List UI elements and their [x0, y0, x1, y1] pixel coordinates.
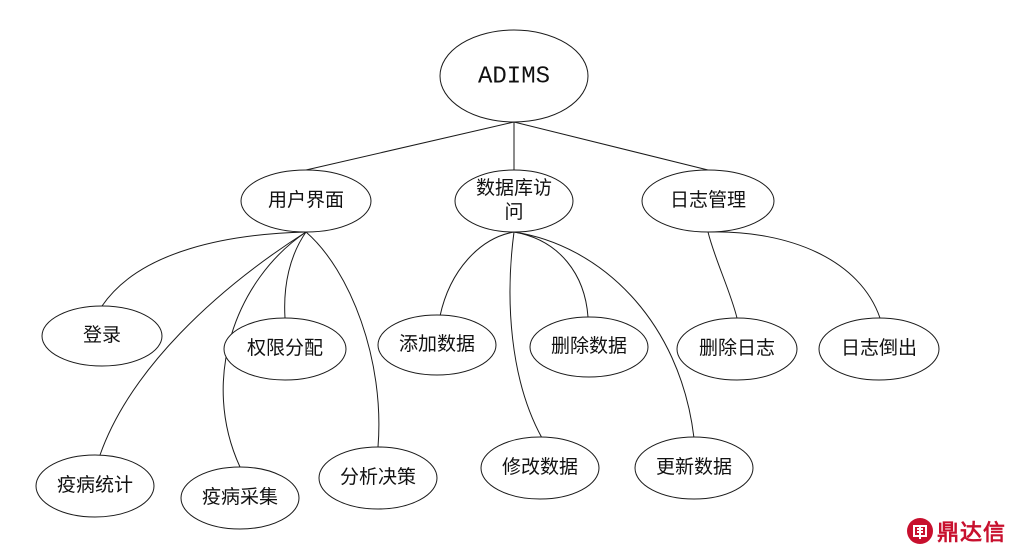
watermark-text: 鼎达信 — [937, 521, 1007, 546]
edge-ui-stats — [99, 231, 307, 456]
edge-db-modify — [509, 231, 543, 439]
node-add-label: 添加数据 — [399, 333, 475, 355]
node-modify-label: 修改数据 — [502, 456, 578, 478]
node-ui-shape — [240, 169, 372, 233]
node-root-shape — [439, 29, 589, 123]
node-modify-shape — [480, 436, 600, 500]
node-update-shape — [634, 436, 754, 500]
node-update: 更新数据 — [634, 436, 754, 500]
node-modify: 修改数据 — [480, 436, 600, 500]
node-log-label: 日志管理 — [670, 189, 746, 211]
edge-log-export — [707, 231, 881, 319]
node-db-label-line1: 数据库访 — [476, 177, 552, 199]
edge-db-delete — [513, 231, 589, 318]
node-export-log-shape — [818, 317, 940, 381]
node-db-shape — [454, 169, 574, 233]
node-root: ADIMS — [439, 29, 589, 123]
edges-log — [707, 231, 881, 319]
node-delete-log: 删除日志 — [676, 317, 798, 381]
edge-ui-decision — [305, 231, 380, 448]
watermark-logo-icon — [907, 518, 933, 544]
edge-ui-permission — [284, 231, 307, 319]
node-decision-label: 分析决策 — [340, 466, 416, 488]
node-login-label: 登录 — [83, 324, 121, 346]
node-collect-shape — [180, 466, 300, 530]
node-collect-label: 疫病采集 — [202, 486, 278, 508]
node-login-shape — [41, 305, 163, 367]
node-ui: 用户界面 — [240, 169, 372, 233]
node-delete-log-shape — [676, 317, 798, 381]
node-delete: 删除数据 — [529, 316, 649, 378]
node-add: 添加数据 — [377, 314, 497, 376]
edge-root-ui — [305, 121, 515, 171]
node-stats-label: 疫病统计 — [57, 474, 133, 496]
edge-ui-login — [101, 231, 307, 307]
edges-db — [439, 231, 695, 439]
node-permission-shape — [223, 317, 347, 381]
edge-db-add — [439, 231, 515, 317]
node-ui-label: 用户界面 — [268, 189, 344, 211]
node-add-shape — [377, 314, 497, 376]
node-log-shape — [641, 169, 775, 233]
node-stats-shape — [35, 454, 155, 518]
node-permission: 权限分配 — [223, 317, 347, 381]
edges-root — [305, 121, 709, 171]
node-update-label: 更新数据 — [656, 456, 732, 478]
node-db-label-line2: 问 — [504, 201, 523, 223]
node-root-label: ADIMS — [478, 63, 550, 90]
node-stats: 疫病统计 — [35, 454, 155, 518]
watermark: 鼎达信 — [906, 514, 1006, 548]
node-permission-label: 权限分配 — [247, 337, 323, 359]
edge-root-log — [513, 121, 709, 171]
node-delete-shape — [529, 316, 649, 378]
node-delete-log-label: 删除日志 — [699, 337, 775, 359]
edge-log-delete — [707, 231, 738, 319]
node-collect: 疫病采集 — [180, 466, 300, 530]
node-export-log: 日志倒出 — [818, 317, 940, 381]
node-decision-shape — [318, 446, 438, 510]
node-decision: 分析决策 — [318, 446, 438, 510]
node-log: 日志管理 — [641, 169, 775, 233]
node-db: 数据库访 问 — [454, 169, 574, 233]
edge-db-update — [513, 231, 695, 439]
node-export-log-label: 日志倒出 — [841, 337, 917, 359]
node-delete-label: 删除数据 — [551, 335, 627, 357]
node-login: 登录 — [41, 305, 163, 367]
